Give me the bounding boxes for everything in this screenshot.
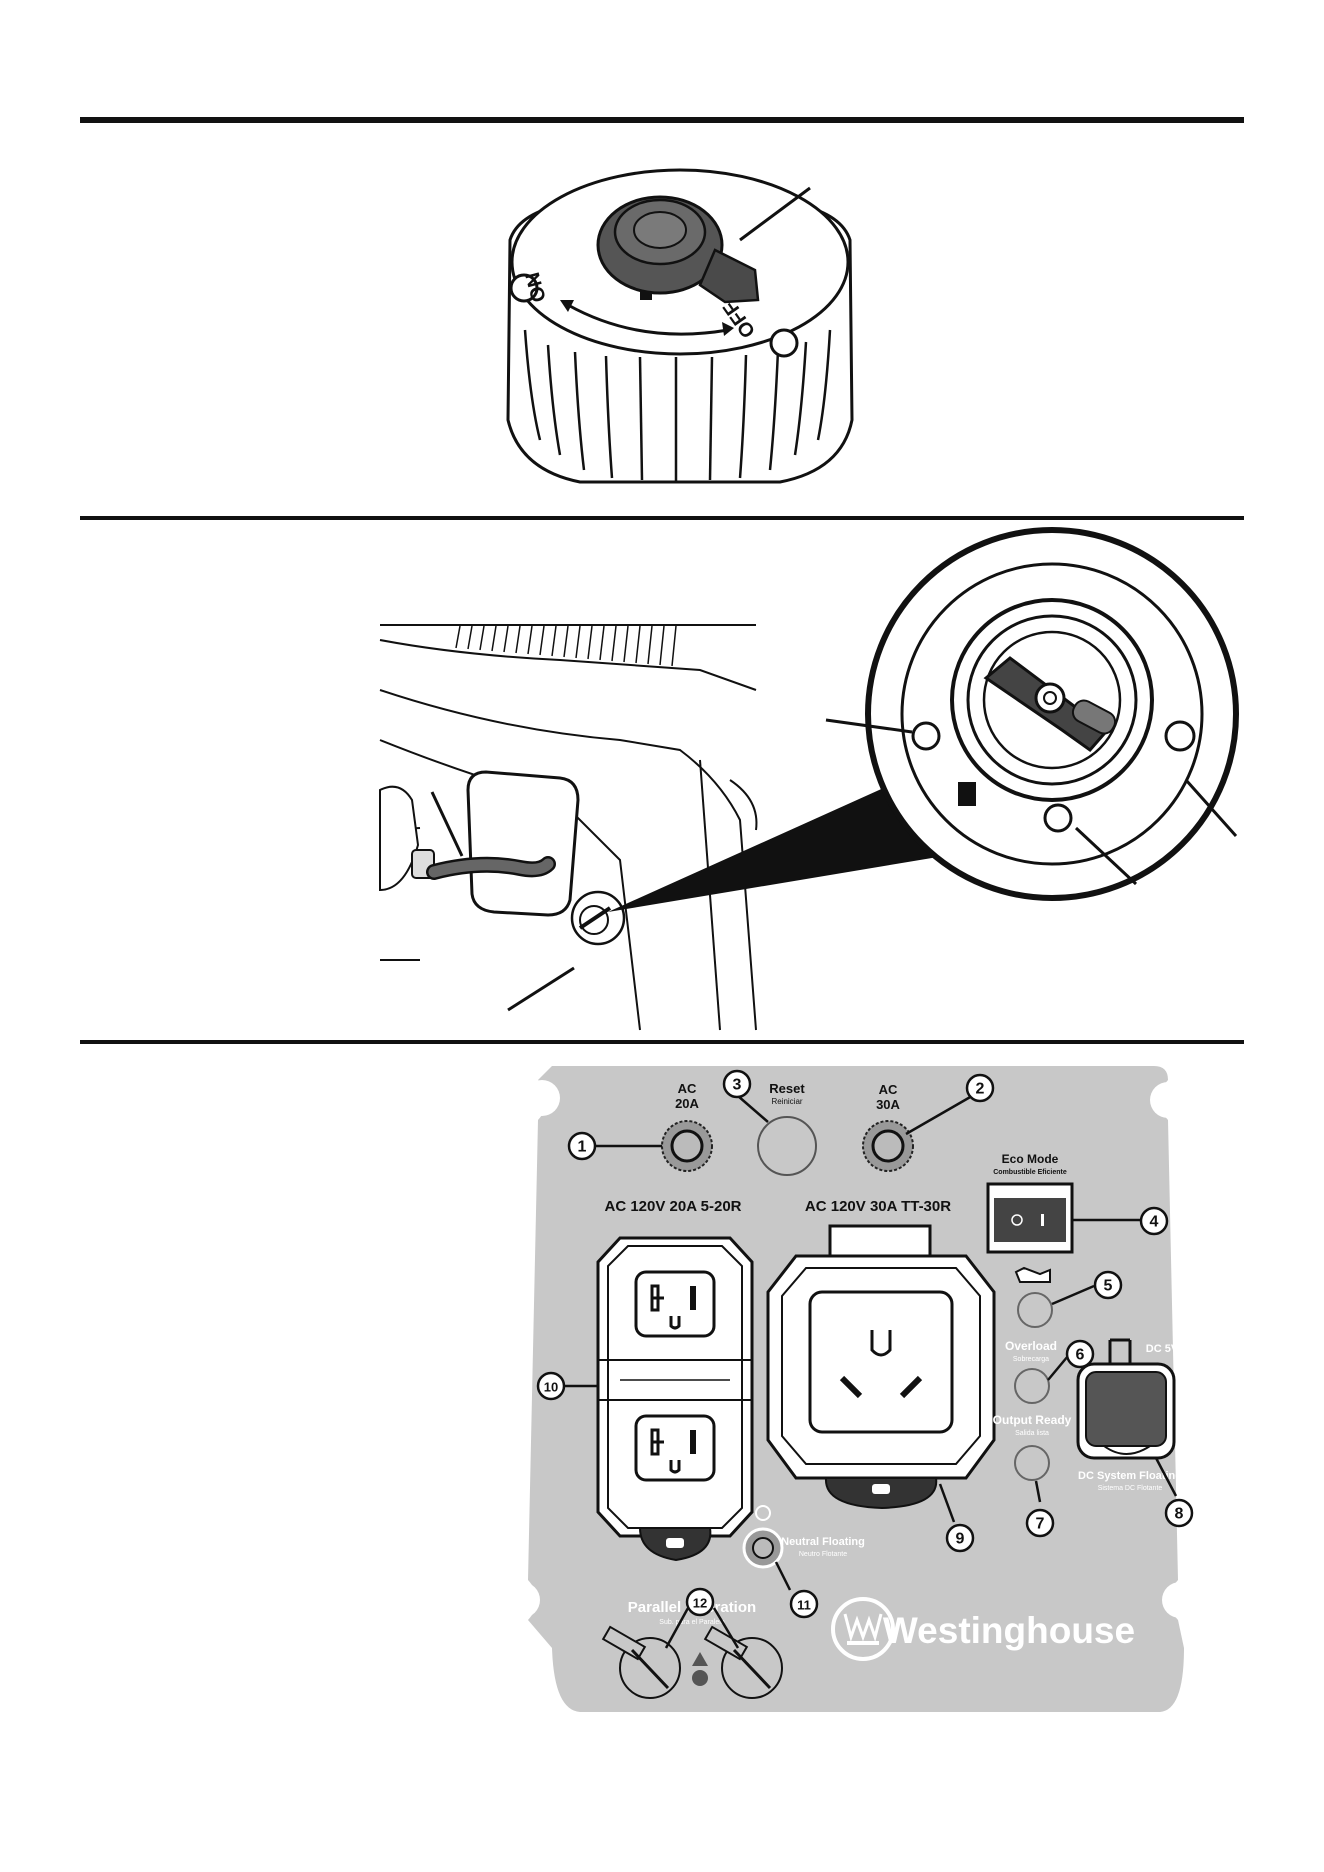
on-indicator-circle [509, 273, 539, 303]
reset-button[interactable] [757, 1116, 817, 1176]
middle-rule [80, 516, 1244, 520]
parallel-terminal-left[interactable] [601, 1625, 681, 1699]
valve-leader-line [507, 966, 575, 1012]
reset-sublabel: Reiniciar [771, 1097, 802, 1106]
svg-text:10: 10 [544, 1380, 558, 1395]
fuel-cap-illustration: ON OFF [506, 168, 854, 484]
svg-text:4: 4 [1150, 1214, 1159, 1231]
lower-rule [80, 1040, 1244, 1044]
top-rule [80, 117, 1244, 123]
callout-7: 7 [1025, 1508, 1055, 1538]
neutral-floating-sublabel: Neutro Flotante [799, 1551, 847, 1558]
valve-choke-symbol [1043, 803, 1073, 833]
svg-text:8: 8 [1175, 1506, 1184, 1523]
callout-2: 2 [965, 1073, 995, 1103]
output-ready-sublabel: Salida lista [1015, 1430, 1049, 1437]
breaker-30a-line2: 30A [876, 1097, 900, 1112]
control-panel: AC 20A Reset Reiniciar AC 30A Eco Mode C… [504, 1066, 1201, 1712]
output-ready-label: Output Ready [993, 1413, 1072, 1427]
neutral-floating-label: Neutral Floating [781, 1536, 865, 1548]
breaker-20a-line1: AC [678, 1081, 697, 1096]
callout-5: 5 [1093, 1270, 1123, 1300]
callout-1: 1 [567, 1131, 597, 1161]
eco-mode-sublabel: Combustible Eficiente [993, 1169, 1067, 1176]
ground-symbol [755, 1505, 771, 1521]
fuel-can-icon [958, 782, 976, 806]
off-indicator-circle [769, 328, 799, 358]
svg-text:12: 12 [693, 1596, 707, 1611]
outlet-30a-twist-lock[interactable] [766, 1224, 996, 1510]
outlet-20a-duplex[interactable] [596, 1236, 754, 1562]
breaker-20a-line2: 20A [675, 1096, 699, 1111]
overload-lamp [1014, 1368, 1050, 1404]
svg-text:1: 1 [578, 1139, 587, 1156]
usb-port2-label: 2.1A [1179, 1418, 1200, 1429]
eco-mode-label: Eco Mode [1002, 1152, 1059, 1166]
pull-cord-leader-line [430, 791, 464, 857]
callout-10: 10 [536, 1371, 566, 1401]
reset-label: Reset [769, 1081, 805, 1096]
overload-sublabel: Sobrecarga [1013, 1356, 1049, 1363]
vent-leader-line [739, 186, 811, 242]
outlet-20a-title: AC 120V 20A 5-20R [604, 1198, 741, 1215]
svg-text:5: 5 [1104, 1278, 1113, 1295]
callout-9: 9 [945, 1523, 975, 1553]
svg-text:9: 9 [956, 1531, 965, 1548]
svg-text:6: 6 [1076, 1347, 1085, 1364]
svg-text:7: 7 [1036, 1516, 1045, 1533]
valve-run-symbol [1164, 720, 1196, 752]
breaker-30a-line1: AC [879, 1082, 898, 1097]
callout-4: 4 [1139, 1206, 1169, 1236]
ground-terminal[interactable] [742, 1527, 784, 1569]
dc-floating-sublabel: Sistema DC Flotante [1098, 1485, 1163, 1492]
callout-8: 8 [1164, 1498, 1194, 1528]
read-manual-icon [692, 1670, 708, 1686]
callout-12: 12 [685, 1587, 715, 1617]
usb-port-cover[interactable] [1076, 1338, 1176, 1460]
breaker-30a-button[interactable] [862, 1120, 914, 1172]
callout-11: 11 [789, 1589, 819, 1619]
outlet-30a-title: AC 120V 30A TT-30R [805, 1198, 951, 1215]
fuel-valve-illustration [378, 527, 1239, 1031]
low-oil-lamp [1017, 1292, 1053, 1328]
brand-name: Westinghouse [883, 1610, 1135, 1651]
output-ready-lamp [1014, 1445, 1050, 1481]
eco-mode-switch[interactable] [986, 1182, 1074, 1254]
warning-icon [692, 1652, 708, 1666]
breaker-20a-button[interactable] [661, 1120, 713, 1172]
overload-label: Overload [1005, 1339, 1057, 1353]
valve-off-symbol [911, 721, 941, 751]
svg-text:11: 11 [797, 1598, 811, 1613]
parallel-sublabel: Sub. para el Paralelo [659, 1619, 724, 1626]
westinghouse-logo: Westinghouse [831, 1597, 1135, 1661]
oil-can-icon [1014, 1266, 1051, 1283]
callout-6: 6 [1065, 1339, 1095, 1369]
svg-text:2: 2 [976, 1081, 985, 1098]
dc-floating-label: DC System Floating [1078, 1470, 1182, 1482]
usb-port1-label: 2.1A [1179, 1384, 1200, 1395]
usb-label: DC 5V [1146, 1343, 1179, 1355]
parallel-terminal-right[interactable] [703, 1625, 783, 1699]
svg-text:3: 3 [733, 1077, 742, 1094]
callout-3: 3 [722, 1069, 752, 1099]
